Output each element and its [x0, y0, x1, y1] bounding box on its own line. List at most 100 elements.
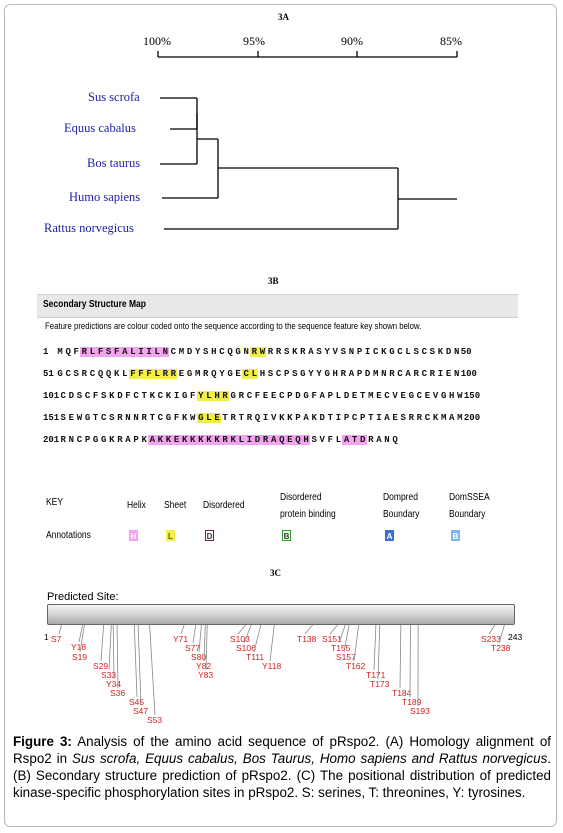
site-label: T184: [392, 688, 412, 698]
residue: V: [332, 347, 338, 357]
residue: K: [311, 413, 317, 423]
residue: C: [416, 391, 423, 401]
residue: L: [405, 347, 411, 357]
residue: N: [381, 369, 387, 379]
species-bos-taurus: Bos taurus: [87, 156, 141, 170]
residue: L: [335, 435, 342, 445]
residue: C: [421, 369, 427, 379]
residue: R: [340, 369, 347, 379]
site-label: Y18: [71, 642, 86, 652]
residue: L: [128, 347, 137, 357]
site-leader-line: [133, 625, 138, 698]
residue: E: [445, 369, 452, 379]
site-leader-line: [78, 625, 83, 643]
residue: C: [76, 435, 83, 445]
residue: H: [332, 369, 338, 379]
residue: R: [117, 435, 123, 445]
residue: L: [237, 435, 246, 445]
residue: I: [245, 435, 254, 445]
key-annotations-label: Annotations: [46, 530, 91, 541]
residue: Q: [254, 413, 261, 423]
residue: P: [287, 391, 293, 401]
residue: I: [364, 347, 371, 357]
residue: F: [145, 369, 154, 379]
key-title: KEY: [46, 497, 64, 508]
residue: P: [133, 435, 139, 445]
residue: V: [270, 413, 277, 423]
site-leader-line: [253, 625, 262, 653]
residue: G: [440, 391, 447, 401]
residue: Y: [194, 347, 201, 357]
residue: R: [416, 413, 423, 423]
residue: C: [351, 413, 358, 423]
site-leader-line: [112, 625, 115, 680]
protein-sequence-bar: [47, 604, 515, 625]
residue: H: [259, 369, 266, 379]
residue: F: [136, 369, 146, 379]
residue: S: [267, 369, 274, 379]
residue: S: [292, 369, 298, 379]
residue: S: [60, 413, 66, 423]
residue: R: [246, 413, 253, 423]
residue: M: [368, 391, 374, 401]
residue: E: [376, 391, 382, 401]
residue: K: [437, 347, 444, 357]
residue: P: [327, 391, 334, 401]
key-column-header: DomSSEA Boundary: [449, 492, 490, 520]
residue: K: [212, 435, 222, 445]
residue: R: [230, 413, 236, 423]
site-label: S233: [481, 634, 501, 644]
residue: G: [92, 435, 99, 445]
residue: I: [262, 413, 269, 423]
residue: C: [84, 391, 91, 401]
row-start-number: 51: [43, 369, 54, 379]
residue: Q: [293, 435, 303, 445]
residue: A: [148, 435, 157, 445]
dendrogram: [157, 51, 458, 230]
residue: S: [109, 413, 115, 423]
site-label: S7: [51, 634, 62, 644]
sequence-start-label: 1: [44, 632, 49, 642]
site-label: T238: [491, 643, 511, 653]
site-leader-line: [137, 625, 142, 707]
residue: P: [360, 413, 366, 423]
residue: K: [381, 347, 387, 357]
residue: N: [348, 347, 355, 357]
residue: G: [230, 391, 236, 401]
site-leader-line: [149, 625, 156, 716]
residue: E: [400, 391, 406, 401]
site-leader-line: [373, 625, 377, 671]
residue: R: [80, 347, 89, 357]
residue: F: [112, 347, 121, 357]
residue: T: [92, 413, 99, 423]
residue: R: [267, 347, 274, 357]
residue: C: [424, 413, 431, 423]
residue: Q: [211, 369, 217, 379]
site-leader-line: [377, 625, 381, 680]
residue: A: [376, 435, 382, 445]
row-end-number: 150: [463, 391, 481, 401]
residue: E: [178, 369, 185, 379]
residue: S: [101, 391, 107, 401]
residue: C: [170, 347, 177, 357]
residue: I: [376, 413, 382, 423]
residue: R: [203, 369, 209, 379]
residue: A: [342, 435, 351, 445]
residue: A: [308, 347, 314, 357]
phosphorylation-sites-plot: S7Y18S19S29S33Y34S36S45S47S53Y71S77S80Y8…: [51, 625, 511, 725]
residue: S: [76, 391, 83, 401]
residue: K: [114, 369, 120, 379]
residue: Y: [324, 347, 330, 357]
site-label: S36: [110, 688, 125, 698]
site-label: Y71: [173, 634, 188, 644]
residue: R: [169, 369, 178, 379]
residue: S: [316, 347, 322, 357]
caption-species-italic: Sus scrofa, Equus cabalus, Bos Taurus, H…: [71, 751, 548, 766]
site-leader-line: [304, 625, 313, 635]
residue: C: [421, 347, 427, 357]
residue: H: [212, 391, 222, 401]
site-leader-line: [100, 625, 105, 662]
caption-text-1: Analysis of the amino acid sequence of p…: [13, 734, 551, 766]
residue: S: [104, 347, 113, 357]
